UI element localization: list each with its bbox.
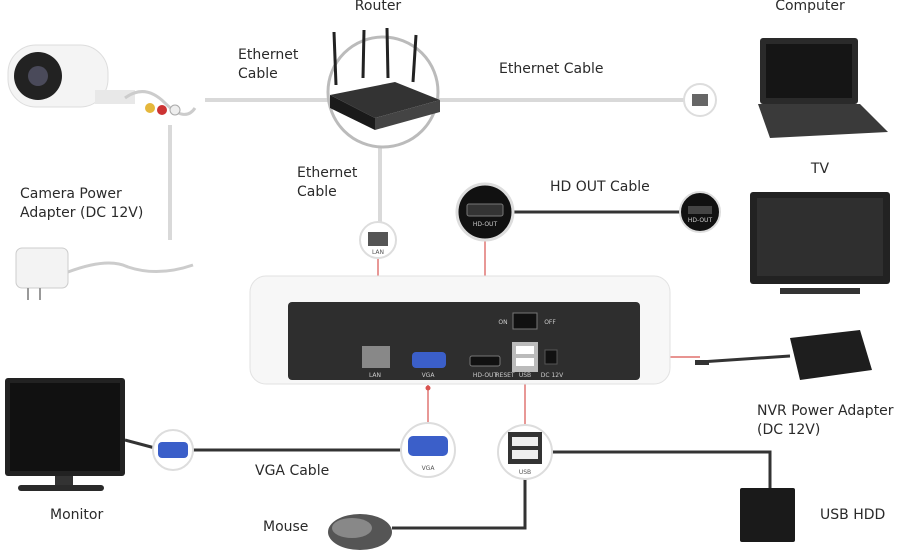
ethernet-cable-computer-label: Ethernet Cable [499, 61, 604, 77]
camera-power-adapter-label: Camera Power Adapter (DC 12V) [20, 186, 144, 221]
monitor [5, 378, 125, 491]
nvr-reset-label: RESET [495, 372, 515, 379]
nvr-dc-label: DC 12V [541, 372, 564, 379]
laptop-computer [758, 38, 888, 138]
lan-port [362, 346, 390, 368]
nvr-vga-label: VGA [422, 372, 436, 379]
nvr-off-label: OFF [544, 319, 556, 326]
usb-hdd [740, 488, 795, 542]
nvr-lan-label: LAN [369, 372, 381, 379]
router-label: Router [354, 0, 402, 14]
vga-callout-label: VGA [422, 465, 436, 472]
computer-label: Computer [775, 0, 845, 14]
nvr-on-label: ON [498, 319, 507, 326]
hd-out-cable-label: HD OUT Cable [550, 179, 650, 195]
usb-callout-label: USB [519, 469, 531, 476]
dc-jack [544, 349, 558, 365]
nvr-power-adapter [695, 330, 872, 380]
camera-power-adapter [15, 247, 194, 300]
mouse [328, 514, 392, 550]
nvr-usb-label: USB [519, 372, 531, 379]
vga-port [412, 352, 446, 368]
nvr-hdout-label: HD-OUT [473, 372, 498, 379]
mouse-label: Mouse [263, 519, 309, 535]
ip-camera [7, 44, 197, 116]
monitor-label: Monitor [50, 507, 104, 523]
hdmi-port [469, 355, 501, 367]
dark-cables [124, 210, 791, 530]
tv-label: TV [810, 161, 830, 177]
hd-out-callout-label: HD-OUT [473, 221, 498, 228]
router [326, 27, 440, 149]
power-switch[interactable] [512, 312, 538, 330]
lan-callout-label: LAN [372, 249, 384, 256]
nvr-power-adapter-label: NVR Power Adapter (DC 12V) [757, 403, 894, 438]
ethernet-cables [168, 98, 685, 240]
tv [750, 192, 890, 294]
nvr-device: LAN VGA HD-OUT RESET USB DC 12V ON OFF [249, 275, 671, 385]
tv-hdmi-label: HD-OUT [688, 217, 713, 224]
ethernet-cable-nvr-label: Ethernet Cable [297, 165, 358, 200]
ethernet-cable-camera-label: Ethernet Cable [238, 47, 299, 82]
usb-hdd-label: USB HDD [820, 507, 886, 523]
vga-cable-label: VGA Cable [255, 463, 330, 479]
